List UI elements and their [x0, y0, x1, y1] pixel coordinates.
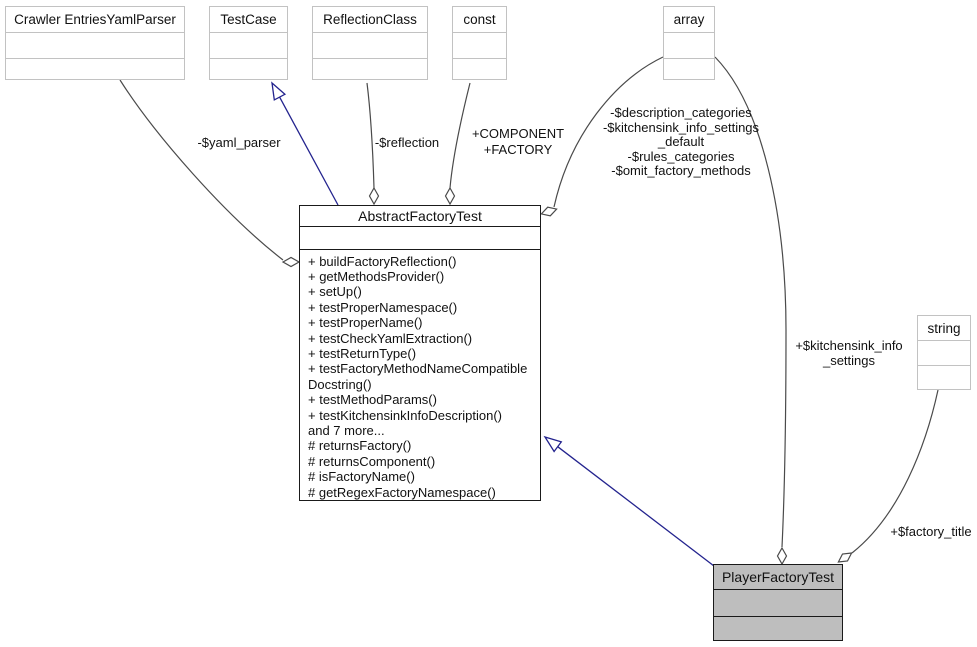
edge-component-factory: [449, 82, 471, 189]
class-attributes-compartment: [210, 32, 287, 58]
class-methods-compartment: [664, 58, 714, 79]
class-box-array[interactable]: array: [663, 6, 715, 80]
inheritance-arrow-testcase: [271, 81, 287, 101]
edge-label-yaml-parser: -$yaml_parser: [197, 135, 281, 150]
aggregation-diamond-array-abstract: [540, 206, 558, 217]
class-title: string: [927, 320, 961, 336]
class-title: TestCase: [220, 12, 277, 27]
edge-label-kitchensink-info-settings-default: -$kitchensink_info_settings: [602, 119, 760, 135]
class-methods-compartment: [313, 58, 427, 79]
edge-yaml-parser: [119, 79, 284, 261]
edge-inheritance-testcase: [279, 96, 339, 206]
method-item: + getMethodsProvider(): [308, 268, 445, 284]
edge-label-kitchensink-line1: +$kitchensink_info: [795, 338, 903, 353]
edge-label-component-factory: +COMPONENT +FACTORY: [472, 126, 564, 157]
method-item: # returnsComponent(): [308, 453, 436, 469]
method-item: + setUp(): [308, 284, 362, 300]
class-methods-compartment: [918, 365, 970, 389]
methods-more-indicator: and 7 more...: [308, 422, 385, 438]
edge-inheritance-abstract: [557, 446, 715, 567]
class-attributes-compartment: [313, 32, 427, 58]
class-attributes-compartment: [6, 32, 184, 58]
class-title: ReflectionClass: [323, 12, 417, 27]
class-box-reflectionclass[interactable]: ReflectionClass: [312, 6, 428, 80]
edge-label-description-categories: -$description_categories: [610, 105, 752, 120]
class-title: AbstractFactoryTest: [358, 207, 482, 224]
method-item: # isFactoryName(): [308, 469, 415, 485]
method-item: # returnsFactory(): [308, 438, 412, 454]
aggregation-diamond-kitchensink: [776, 546, 788, 566]
class-box-crawler-entries-yaml-parser[interactable]: Crawler EntriesYamlParser: [5, 6, 185, 80]
class-box-testcase[interactable]: TestCase: [209, 6, 288, 80]
class-methods-compartment: + buildFactoryReflection() + getMethodsP…: [300, 248, 540, 501]
aggregation-diamond-yaml-parser: [281, 256, 301, 268]
method-item: + testReturnType(): [308, 345, 417, 361]
aggregation-diamond-component-factory: [444, 186, 456, 206]
edge-label-kitchensink-line2: _settings: [822, 352, 876, 368]
class-methods-compartment: [714, 616, 842, 640]
method-item-wrap: Docstring(): [308, 376, 372, 392]
class-methods-compartment: [210, 58, 287, 79]
class-attributes-compartment: [664, 32, 714, 58]
edge-label-omit-factory-methods: -$omit_factory_methods: [611, 163, 751, 179]
class-box-abstract-factory-test[interactable]: AbstractFactoryTest + buildFactoryReflec…: [299, 205, 541, 501]
edge-label-kitchensink-info-settings: +$kitchensink_info _settings: [795, 338, 903, 368]
class-attributes-compartment: [918, 340, 970, 365]
edge-label-reflection: -$reflection: [374, 135, 440, 150]
edge-label-factory: +FACTORY: [483, 141, 553, 157]
method-item: + testKitchensinkInfoDescription(): [308, 407, 503, 423]
edge-reflection: [366, 82, 375, 189]
edge-label-array-members: -$description_categories -$kitchensink_i…: [602, 105, 760, 179]
class-box-const[interactable]: const: [452, 6, 507, 80]
inheritance-arrow-abstract: [543, 435, 563, 453]
class-attributes-compartment: [300, 225, 540, 249]
method-item: + testMethodParams(): [308, 392, 437, 408]
class-title: array: [673, 12, 705, 27]
edge-label-rules-categories: -$rules_categories: [627, 148, 735, 164]
aggregation-diamond-reflection: [368, 186, 380, 206]
class-title: const: [463, 12, 496, 27]
method-item: + testFactoryMethodNameCompatible: [308, 361, 528, 377]
class-methods-compartment: [6, 58, 184, 79]
class-title: Crawler EntriesYamlParser: [14, 12, 176, 27]
class-title: PlayerFactoryTest: [714, 565, 842, 589]
method-item: + testProperName(): [308, 315, 423, 331]
class-methods-compartment: [453, 58, 506, 79]
method-item: + testProperNamespace(): [308, 299, 458, 315]
class-attributes-compartment: [714, 589, 842, 616]
edge-label-factory-title: +$factory_title: [890, 524, 972, 539]
method-item: + buildFactoryReflection(): [308, 253, 457, 269]
class-attributes-compartment: [453, 32, 506, 58]
method-item: # getRegexFactoryNamespace(): [308, 484, 496, 500]
method-item: + testCheckYamlExtraction(): [308, 330, 473, 346]
class-box-player-factory-test[interactable]: PlayerFactoryTest: [713, 564, 843, 641]
aggregation-diamond-factory-title: [837, 552, 853, 563]
edge-label-component: +COMPONENT: [471, 126, 565, 141]
class-box-string[interactable]: string: [917, 315, 971, 390]
edge-label-default-wrap: _default: [657, 134, 705, 150]
